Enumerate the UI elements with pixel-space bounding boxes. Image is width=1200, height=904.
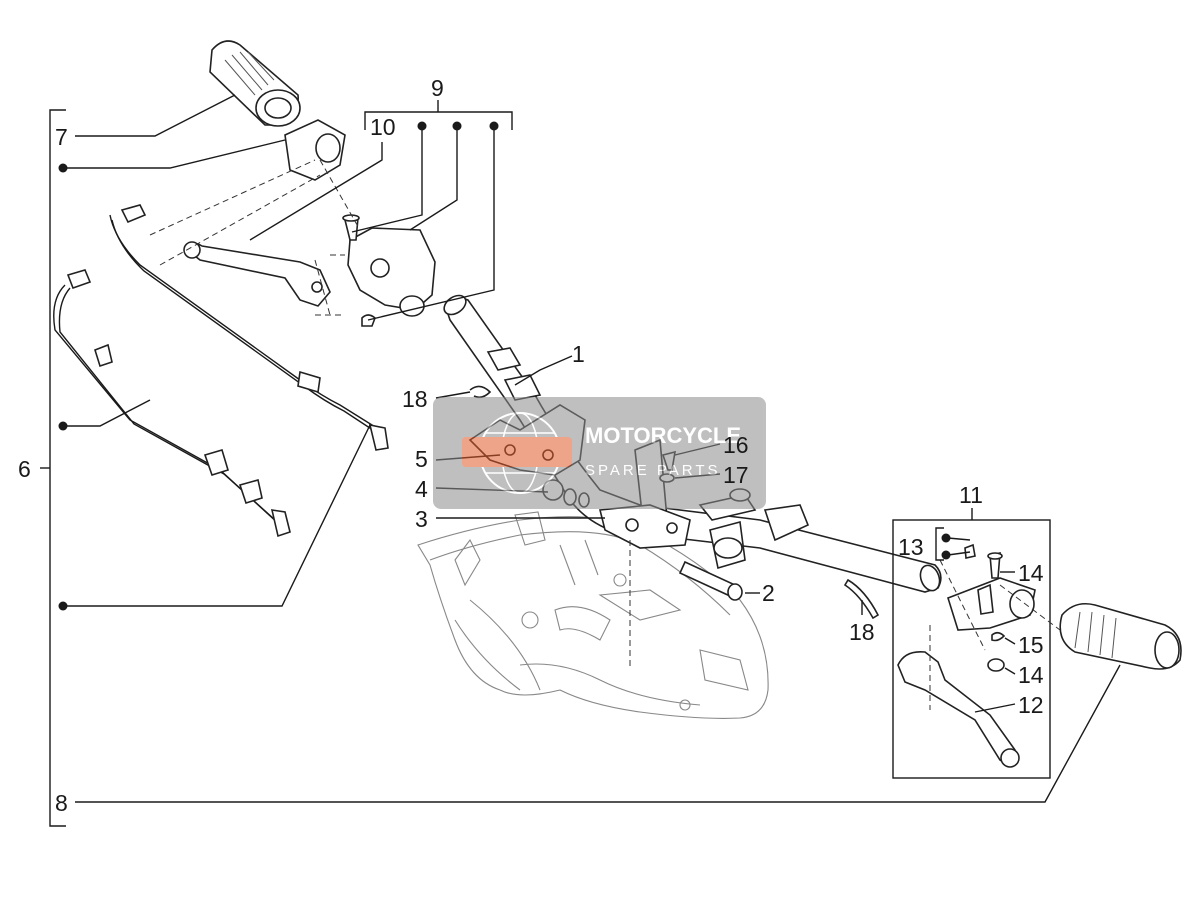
callout-15: 15 <box>1018 632 1044 658</box>
left-brake-lever <box>183 241 331 307</box>
callout-dots <box>58 121 951 611</box>
callout-6: 6 <box>18 456 31 482</box>
callout-10: 10 <box>370 114 396 140</box>
callout-1: 1 <box>572 341 585 367</box>
callout-labels: 1 2 3 4 5 6 7 8 9 10 11 12 13 14 14 15 1… <box>18 75 1044 816</box>
callout-2: 2 <box>762 580 775 606</box>
callout-14-upper: 14 <box>1018 560 1044 586</box>
callout-18-lower: 18 <box>849 619 875 645</box>
callout-5: 5 <box>415 446 428 472</box>
long-bolt <box>678 560 743 601</box>
throttle-housing <box>284 119 346 181</box>
alignment-lines <box>149 159 1061 710</box>
right-lever-assembly <box>897 543 1036 768</box>
master-cylinder <box>342 214 436 327</box>
callout-14-lower: 14 <box>1018 662 1044 688</box>
callout-9: 9 <box>431 75 444 101</box>
frame-body-panel <box>417 511 769 719</box>
clip-18-upper <box>469 385 492 399</box>
watermark-line2: SPARE PARTS <box>585 462 721 479</box>
watermark: MOTORCYCLE SPARE PARTS <box>433 397 766 509</box>
callout-18-upper: 18 <box>402 386 428 412</box>
callout-3: 3 <box>415 506 428 532</box>
cable-set <box>53 204 389 538</box>
callout-12: 12 <box>1018 692 1044 718</box>
callout-11: 11 <box>959 482 983 508</box>
callout-16: 16 <box>723 432 749 458</box>
left-grip <box>209 40 301 127</box>
watermark-line1: MOTORCYCLE <box>585 423 741 448</box>
right-grip <box>1059 602 1182 670</box>
clip-18-lower <box>843 578 880 620</box>
callout-13: 13 <box>898 534 924 560</box>
callout-8: 8 <box>55 790 68 816</box>
callout-4: 4 <box>415 476 428 502</box>
callout-17: 17 <box>723 462 749 488</box>
callout-7: 7 <box>55 124 68 150</box>
